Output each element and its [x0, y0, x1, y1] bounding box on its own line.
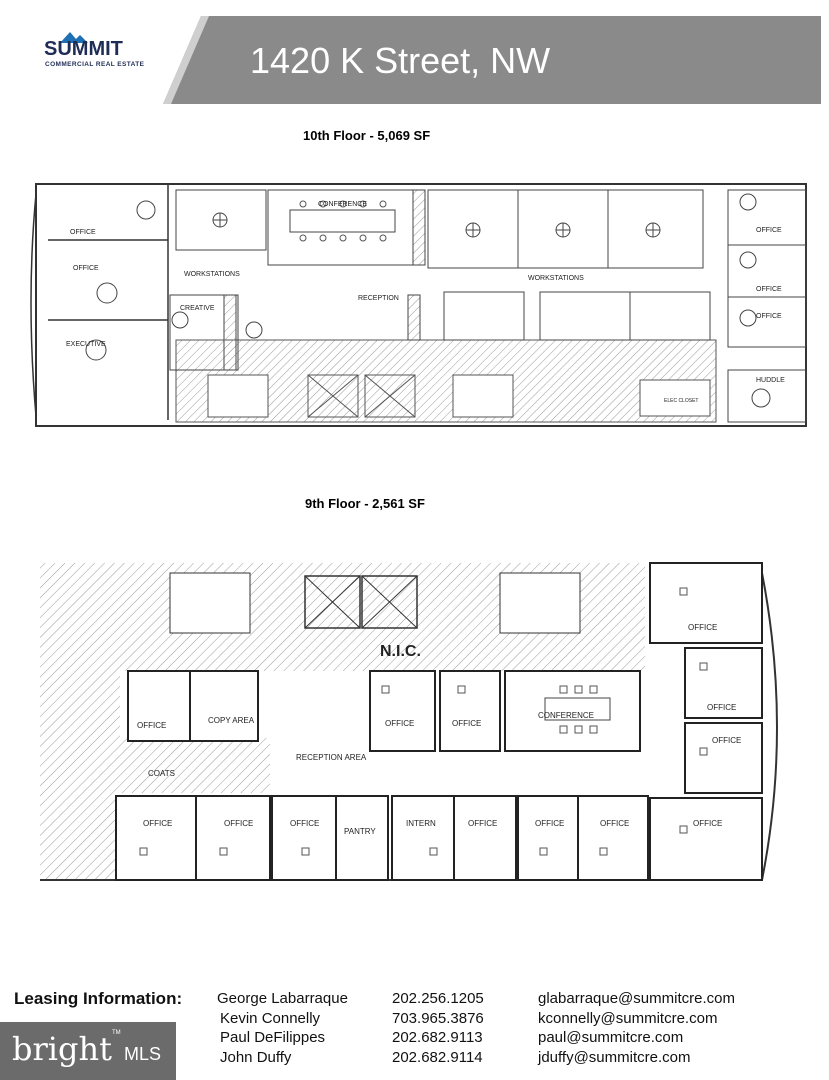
floor9-label-intern: INTERN: [406, 819, 436, 828]
floor10-label-elec: ELEC CLOSET: [664, 398, 698, 404]
floor10-plan: OFFICE OFFICE EXECUTIVE WORKSTATIONS CON…: [30, 183, 807, 427]
floor9-label-nic: N.I.C.: [380, 643, 421, 660]
contact-name: Paul DeFilippes: [220, 1029, 326, 1046]
floor9-label-coats: COATS: [148, 769, 175, 778]
floor9-label-office-b3: OFFICE: [290, 819, 319, 828]
floor9-title: 9th Floor - 2,561 SF: [305, 496, 425, 511]
floor10-label-office-e: OFFICE: [756, 313, 782, 320]
floor10-label-office-b: OFFICE: [73, 265, 99, 272]
contact-name: George Labarraque: [217, 990, 348, 1007]
floor10-title: 10th Floor - 5,069 SF: [303, 128, 431, 143]
floor9-label-copy-area: COPY AREA: [208, 716, 255, 725]
contact-email[interactable]: kconnelly@summitcre.com: [538, 1010, 718, 1027]
floor9-label-office-b5: OFFICE: [535, 819, 564, 828]
floor9-label-office-b2: OFFICE: [224, 819, 253, 828]
floor9-label-office-b6: OFFICE: [600, 819, 629, 828]
contact-email[interactable]: jduffy@summitcre.com: [538, 1049, 691, 1066]
floor9-label-office-b7: OFFICE: [693, 819, 722, 828]
summit-logo-text: SUMMIT: [44, 38, 123, 60]
brightmls-tm: TM: [112, 1030, 121, 1036]
floor10-label-office-d: OFFICE: [756, 286, 782, 293]
floor10-label-huddle: HUDDLE: [756, 377, 785, 384]
floor10-label-executive: EXECUTIVE: [66, 341, 106, 348]
floor10-label-reception: RECEPTION: [358, 295, 399, 302]
floor9-label-office-2: OFFICE: [385, 719, 414, 728]
summit-logo-icon: [60, 32, 88, 43]
leasing-title: Leasing Information:: [14, 989, 183, 1008]
floor9-label-office-b4: OFFICE: [468, 819, 497, 828]
contact-phone: 703.965.3876: [392, 1010, 484, 1027]
header-banner: [13, 16, 821, 104]
floor10-label-workstations-a: WORKSTATIONS: [184, 271, 240, 278]
summit-logo-subtitle: COMMERCIAL REAL ESTATE: [45, 61, 145, 68]
floor10-label-office-a: OFFICE: [70, 229, 96, 236]
floor9-label-reception-area: RECEPTION AREA: [296, 753, 367, 762]
brightmls-brand: bright: [12, 1030, 112, 1068]
floor9-label-office-b1: OFFICE: [143, 819, 172, 828]
contact-email[interactable]: paul@summitcre.com: [538, 1029, 684, 1046]
brightmls-suffix: MLS: [124, 1044, 162, 1064]
contact-phone: 202.682.9114: [392, 1049, 483, 1066]
contact-name: Kevin Connelly: [220, 1010, 321, 1027]
floor9-label-conference: CONFERENCE: [538, 711, 594, 720]
contact-phone: 202.256.1205: [392, 990, 484, 1007]
floor10-label-creative: CREATIVE: [180, 305, 215, 312]
contact-name: John Duffy: [220, 1049, 292, 1066]
floor10-label-office-c: OFFICE: [756, 227, 782, 234]
floor10-label-conference: CONFERENCE: [318, 201, 367, 208]
header-background: [13, 16, 821, 104]
floor10-label-workstations-b: WORKSTATIONS: [528, 275, 584, 282]
floor9-label-office-r2: OFFICE: [712, 736, 741, 745]
contact-phone: 202.682.9113: [392, 1029, 483, 1046]
floor9-label-office-top-right: OFFICE: [688, 623, 717, 632]
floor9-label-office-1: OFFICE: [137, 721, 166, 730]
floor9-label-office-3: OFFICE: [452, 719, 481, 728]
page-title: 1420 K Street, NW: [250, 40, 551, 81]
floor9-label-pantry: PANTRY: [344, 827, 376, 836]
floor9-plan: N.I.C. OFFICE OFFICE COPY AREA OFFICE OF…: [40, 562, 778, 881]
contact-email[interactable]: glabarraque@summitcre.com: [538, 990, 735, 1007]
floor9-label-office-r1: OFFICE: [707, 703, 736, 712]
brightmls-watermark: bright TM MLS: [0, 1022, 176, 1080]
